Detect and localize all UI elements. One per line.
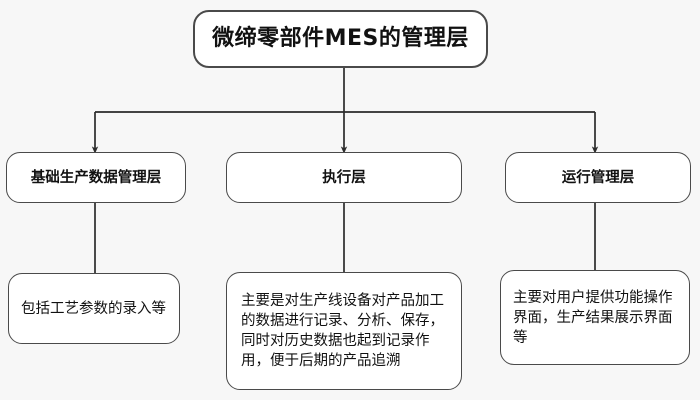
node-desc-exec-label: 主要是对生产线设备对产品加工的数据进行记录、分析、保存，同时对历史数据也起到记录… <box>241 293 444 369</box>
node-desc-basic-label: 包括工艺参数的录入等 <box>21 300 166 317</box>
node-desc-exec[interactable]: 主要是对生产线设备对产品加工的数据进行记录、分析、保存，同时对历史数据也起到记录… <box>226 272 462 390</box>
node-layer-exec-label: 执行层 <box>322 169 366 186</box>
node-layer-basic[interactable]: 基础生产数据管理层 <box>6 152 186 203</box>
node-layer-ops[interactable]: 运行管理层 <box>505 152 691 203</box>
node-desc-basic[interactable]: 包括工艺参数的录入等 <box>8 273 180 344</box>
node-desc-ops-label: 主要对用户提供功能操作界面，生产结果展示界面等 <box>513 289 673 346</box>
node-layer-exec[interactable]: 执行层 <box>226 152 462 203</box>
node-root[interactable]: 微缔零部件MES的管理层 <box>193 10 488 68</box>
node-layer-basic-label: 基础生产数据管理层 <box>30 169 162 186</box>
node-root-label: 微缔零部件MES的管理层 <box>212 25 469 51</box>
node-layer-ops-label: 运行管理层 <box>561 169 635 186</box>
node-desc-ops[interactable]: 主要对用户提供功能操作界面，生产结果展示界面等 <box>500 270 690 365</box>
